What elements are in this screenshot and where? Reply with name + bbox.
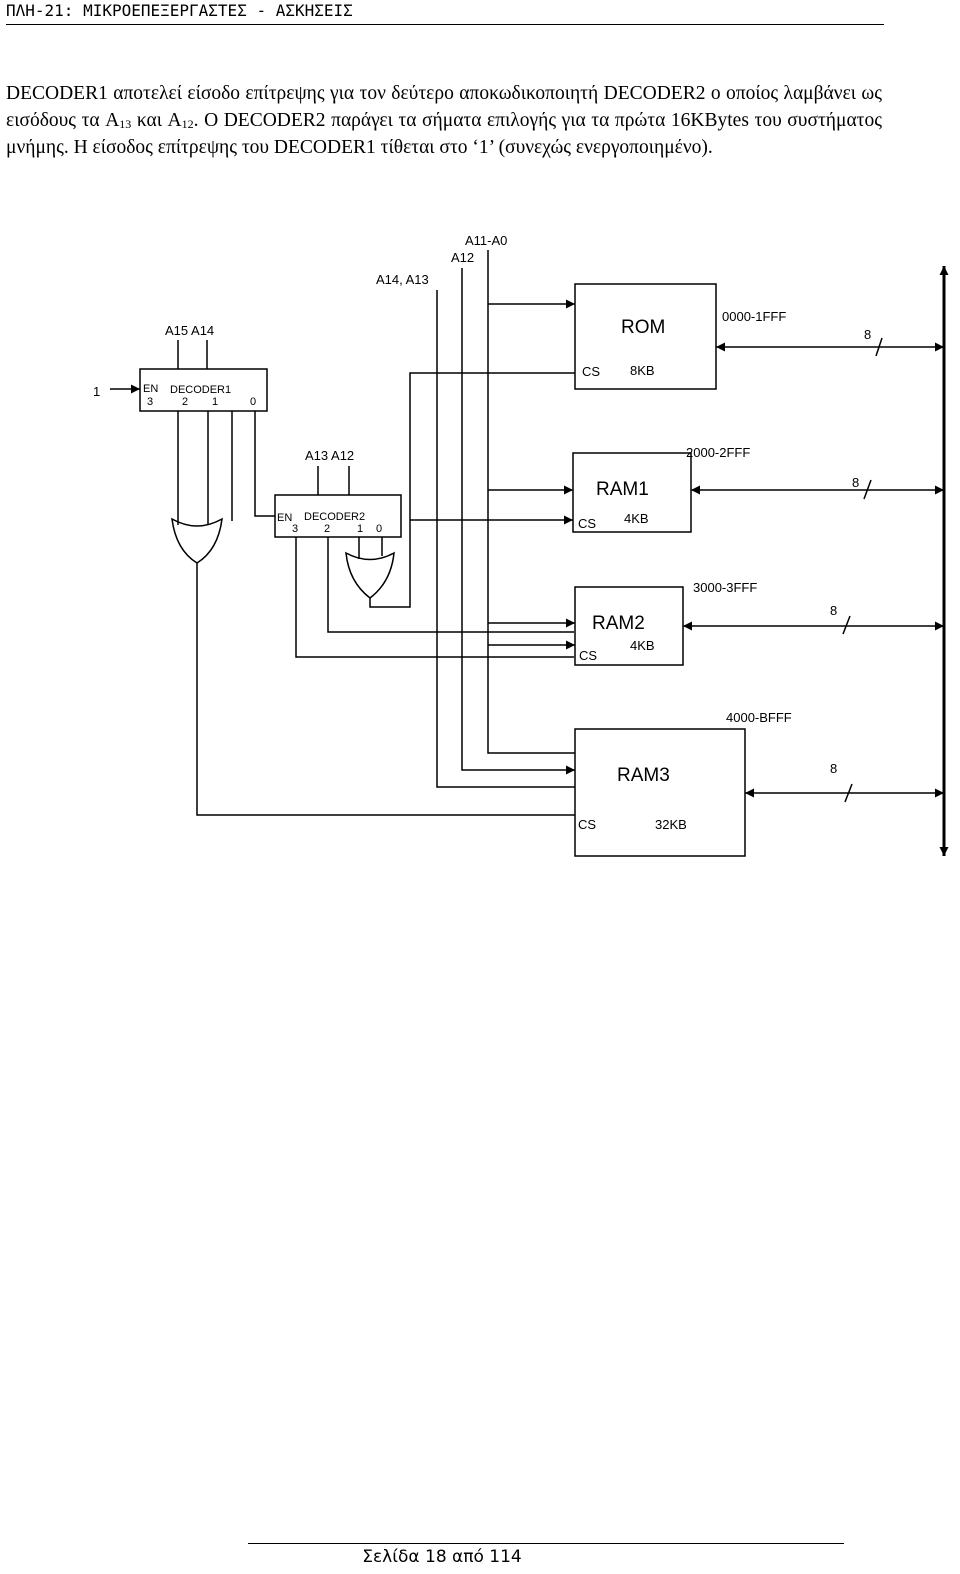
decoder2-label: DECODER2 [304, 511, 365, 523]
a11-a0-label: A11-A0 [465, 233, 507, 248]
decoder1-pin-0: 0 [250, 396, 256, 408]
a14-a13-label: A14, A13 [376, 272, 429, 287]
a14-wire-ram3 [436, 290, 575, 788]
ram3-cs: CS [578, 817, 596, 832]
ram3-range: 4000-BFFF [726, 710, 792, 725]
rom-cs-wire [369, 372, 575, 608]
a12-wire-ram3 [487, 250, 575, 754]
ram1-block: RAM1 CS 4KB [572, 452, 692, 533]
paragraph-text-3: . O DECODER2 παράγει τα σήματα επιλογής … [6, 110, 882, 158]
decoder1: EN DECODER1 3 2 1 0 [139, 368, 268, 412]
footer-divider [248, 1543, 844, 1544]
a15-a14-label: A15 A14 [165, 323, 214, 338]
decoder2-pin-1: 1 [357, 523, 363, 535]
rom-size: 8KB [630, 363, 655, 378]
ram1-bus-width: 8 [852, 475, 859, 490]
decoder2-pin-3: 3 [292, 523, 298, 535]
a13-wire-ram3 [461, 268, 575, 775]
ram3-size: 32KB [655, 817, 687, 832]
ram1-cs: CS [578, 516, 596, 531]
decoder1-pin-3: 3 [147, 396, 153, 408]
ram3-bus-width: 8 [830, 761, 837, 776]
rom-range: 0000-1FFF [722, 309, 786, 324]
ram2-cs: CS [579, 648, 597, 663]
decoder2-en: EN [277, 512, 292, 524]
ram1-range: 2000-2FFF [686, 445, 750, 460]
rom-name: ROM [621, 317, 665, 338]
decoder1-en: EN [143, 383, 158, 395]
paragraph-text-1: DECODER1 αποτελεί είσοδο επίτρεψης για τ… [6, 83, 882, 131]
subscript-12: 12 [181, 117, 194, 131]
ram2-range: 3000-3FFF [693, 580, 757, 595]
paragraph-text-2: και A [131, 110, 182, 131]
header-title: ΠΛΗ-21: ΜΙΚΡΟΕΠΕΞΕΡΓΑΣΤΕΣ - ΑΣΚΗΣΕΙΣ [6, 1, 353, 20]
subscript-13: 13 [119, 117, 132, 131]
memory-decoder-diagram: EN DECODER1 3 2 1 0 1 A15 A14 EN DECODER… [93, 233, 949, 857]
ram1-name: RAM1 [596, 479, 649, 500]
ram1-bus-slash [863, 479, 872, 500]
ram1-size: 4KB [624, 511, 649, 526]
ram3-cs-wire [196, 563, 575, 816]
ram3-block: RAM3 CS 32KB [574, 728, 746, 857]
enable-input-label: 1 [93, 384, 100, 399]
rom-cs: CS [582, 364, 600, 379]
a13-a12-label: A13 A12 [305, 448, 354, 463]
decoder2-pin-2: 2 [324, 523, 330, 535]
decoder2-out2-cs-ram1 [327, 537, 574, 633]
ram3-bus-slash [844, 783, 853, 803]
rom-bus-width: 8 [864, 327, 871, 342]
rom-bus-slash [875, 337, 883, 357]
or-gate-1 [171, 517, 223, 564]
decoder2-out3-cs-ram2 [295, 537, 574, 658]
decoder1-out0-wire [254, 411, 275, 517]
ram2-block: RAM2 CS 4KB [574, 586, 684, 666]
page-number: Σελίδα 18 από 114 [362, 1547, 522, 1567]
decoder1-pin-1: 1 [212, 396, 218, 408]
rom-block: ROM CS 8KB [574, 283, 717, 390]
page-header: ΠΛΗ-21: ΜΙΚΡΟΕΠΕΞΕΡΓΑΣΤΕΣ - ΑΣΚΗΣΕΙΣ [6, 0, 884, 25]
ram3-name: RAM3 [617, 765, 670, 786]
decoder2-pin-0: 0 [376, 523, 382, 535]
ram2-bus-width: 8 [830, 603, 837, 618]
page-footer: Σελίδα 18 από 114 [0, 1545, 884, 1569]
ram2-name: RAM2 [592, 613, 645, 634]
ram2-size: 4KB [630, 638, 655, 653]
ram2-bus-slash [842, 615, 851, 635]
or-gate-2 [345, 551, 395, 599]
decoder1-pin-2: 2 [182, 396, 188, 408]
body-paragraph: DECODER1 αποτελεί είσοδο επίτρεψης για τ… [6, 80, 882, 161]
a12-label: A12 [451, 250, 474, 265]
decoder1-label: DECODER1 [170, 384, 231, 396]
decoder2: EN DECODER2 3 2 1 0 [274, 494, 402, 538]
